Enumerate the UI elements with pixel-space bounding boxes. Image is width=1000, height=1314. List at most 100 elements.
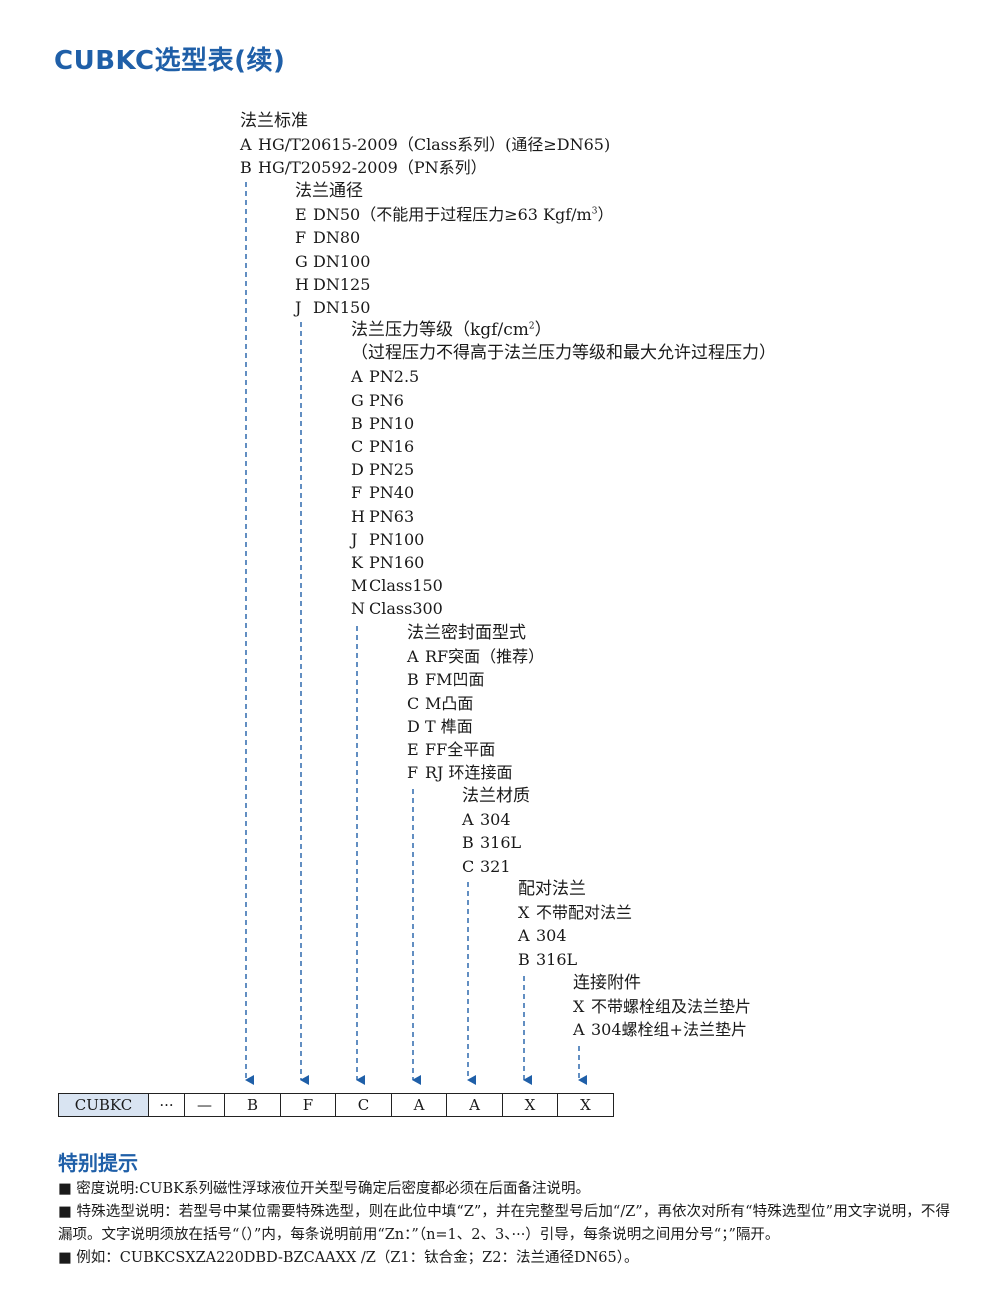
note-special-selection: ■ 特殊选型说明：若型号中某位需要特殊选型，则在此位中填“Z”，并在完整型号后加… bbox=[58, 1204, 950, 1243]
option-text: 不带配对法兰 bbox=[536, 903, 633, 923]
option-code: X bbox=[573, 997, 585, 1017]
option-text-tail: ） bbox=[597, 205, 614, 225]
option-text: Class300 bbox=[369, 599, 443, 619]
option-text: 304 bbox=[536, 926, 567, 946]
option-row: A 304 bbox=[518, 924, 632, 947]
option-code: B bbox=[462, 833, 474, 853]
model-cell: ··· bbox=[149, 1094, 185, 1116]
model-cell: A bbox=[447, 1094, 503, 1116]
option-code: A bbox=[407, 647, 419, 667]
group-header: 法兰密封面型式 bbox=[407, 623, 526, 643]
option-code: B bbox=[518, 949, 530, 969]
option-row: F PN40 bbox=[351, 481, 776, 504]
option-text: 316L bbox=[480, 833, 522, 853]
option-text: Class150 bbox=[369, 576, 443, 596]
model-cell: F bbox=[281, 1094, 336, 1116]
model-code-bar: CUBKC ··· — B F C A A X X bbox=[58, 1093, 614, 1117]
option-row: E FF全平面 bbox=[407, 738, 544, 761]
option-code: D bbox=[351, 460, 364, 480]
option-text: FF全平面 bbox=[425, 739, 496, 759]
group-header: 连接附件 bbox=[573, 973, 641, 993]
option-code: H bbox=[351, 506, 365, 526]
option-code: J bbox=[351, 529, 358, 549]
option-code: A bbox=[518, 926, 530, 946]
option-text: PN40 bbox=[369, 483, 415, 503]
model-cell: A bbox=[392, 1094, 447, 1116]
option-text: 321 bbox=[480, 856, 511, 876]
group-header: 法兰压力等级（kgf/cm2） bbox=[351, 319, 776, 342]
option-text: PN6 bbox=[369, 390, 404, 410]
option-text: 304 bbox=[480, 810, 511, 830]
model-cell: — bbox=[185, 1094, 225, 1116]
model-cell-prefix: CUBKC bbox=[59, 1094, 149, 1116]
option-row: F RJ 环连接面 bbox=[407, 761, 544, 784]
option-text: 316L bbox=[536, 949, 578, 969]
option-code: C bbox=[351, 436, 364, 456]
option-code: N bbox=[351, 599, 365, 619]
option-row: X 不带配对法兰 bbox=[518, 901, 632, 924]
option-row: A RF突面（推荐） bbox=[407, 645, 544, 668]
option-text: HG/T20615-2009（Class系列）(通径≥DN65) bbox=[258, 135, 611, 155]
option-code: A bbox=[351, 367, 363, 387]
group-header: 配对法兰 bbox=[518, 879, 586, 899]
option-code: G bbox=[295, 251, 308, 271]
option-code: C bbox=[407, 693, 420, 713]
group-mating-flange: 配对法兰 X 不带配对法兰 A 304 B 316L bbox=[518, 878, 632, 971]
option-code: B bbox=[351, 413, 363, 433]
option-text: T 榫面 bbox=[425, 716, 473, 736]
option-row: X 不带螺栓组及法兰垫片 bbox=[573, 995, 751, 1018]
option-row: B 316L bbox=[462, 831, 530, 854]
group-subheader: （过程压力不得高于法兰压力等级和最大允许过程压力） bbox=[351, 343, 776, 364]
option-text: PN100 bbox=[369, 529, 425, 549]
group-header: 法兰标准 bbox=[240, 111, 308, 131]
option-row: B 316L bbox=[518, 948, 632, 971]
option-code: F bbox=[407, 763, 419, 783]
model-cell: C bbox=[336, 1094, 392, 1116]
notes: ■ 密度说明:CUBK系列磁性浮球液位开关型号确定后密度都必须在后面备注说明。 … bbox=[58, 1178, 950, 1270]
option-text: PN16 bbox=[369, 436, 415, 456]
option-text: DN80 bbox=[313, 228, 361, 248]
option-row: J PN100 bbox=[351, 528, 776, 551]
option-code: H bbox=[295, 274, 309, 294]
option-code: E bbox=[407, 739, 419, 759]
model-cell: B bbox=[225, 1094, 281, 1116]
option-text: PN25 bbox=[369, 460, 415, 480]
note-example: ■ 例如：CUBKCSXZA220DBD-BZCAAXX /Z（Z1：钛合金；Z… bbox=[58, 1250, 639, 1266]
option-text: 不带螺栓组及法兰垫片 bbox=[591, 997, 752, 1017]
option-code: A bbox=[573, 1020, 585, 1040]
superscript: 2 bbox=[528, 321, 535, 332]
group-header: 法兰通径 bbox=[295, 181, 363, 201]
superscript: 3 bbox=[591, 206, 598, 217]
option-text: DN150 bbox=[313, 297, 371, 317]
option-code: D bbox=[407, 716, 420, 736]
option-code: X bbox=[518, 903, 530, 923]
model-cell: X bbox=[580, 1096, 591, 1114]
option-text: RJ 环连接面 bbox=[425, 763, 513, 783]
option-code: A bbox=[462, 810, 474, 830]
option-text: M凸面 bbox=[425, 693, 474, 713]
option-code: F bbox=[295, 228, 307, 248]
option-text: RF突面（推荐） bbox=[425, 647, 545, 667]
option-code: F bbox=[351, 483, 363, 503]
